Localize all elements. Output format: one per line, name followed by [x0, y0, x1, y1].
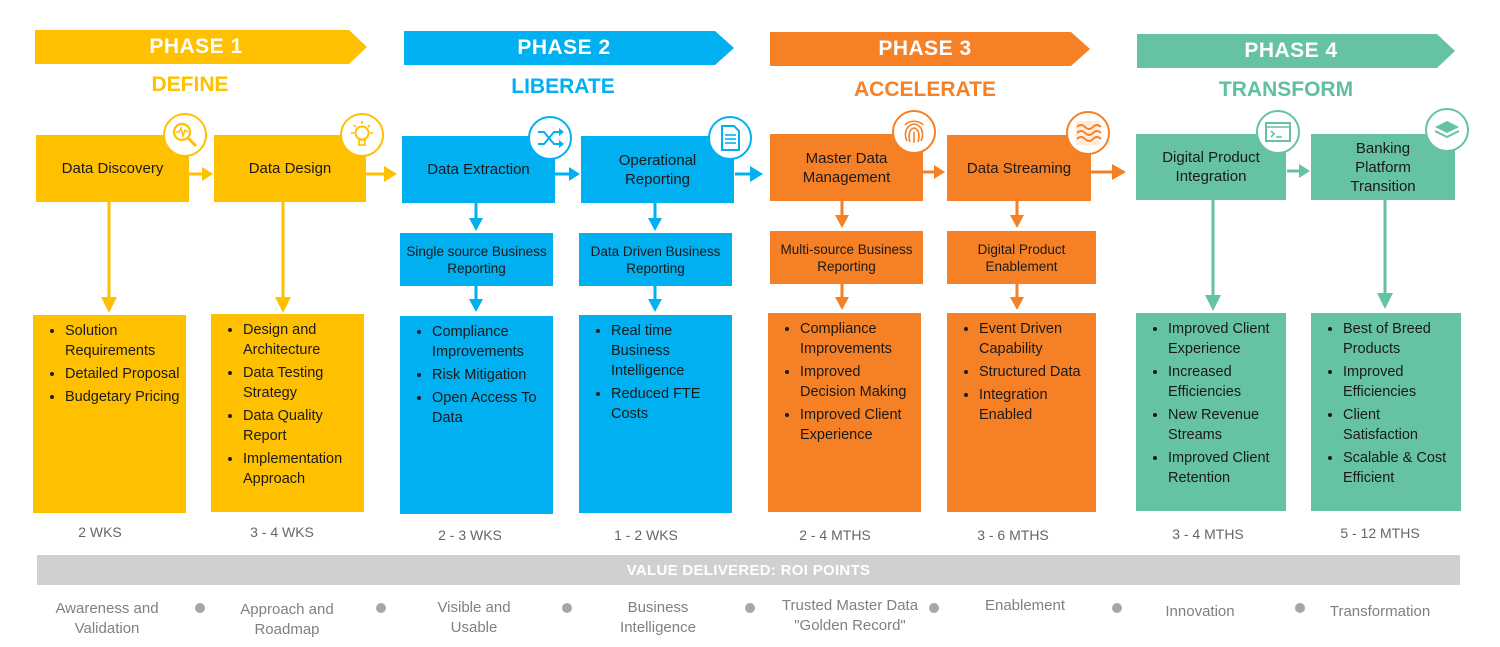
roi-separator-dot [745, 603, 755, 613]
list-item: Structured Data [979, 362, 1090, 382]
list-item: Data Testing Strategy [243, 363, 358, 403]
phase-1-banner: PHASE 1 [149, 35, 243, 58]
list-item: Improved Efficiencies [1343, 362, 1455, 402]
shuffle-icon [528, 116, 572, 160]
list-item: Reduced FTE Costs [611, 384, 726, 424]
list-item: Improved Client Retention [1168, 448, 1280, 488]
duration-data-streaming: 3 - 6 MTHS [977, 527, 1049, 543]
roi-trusted-master-data: Trusted Master Data "Golden Record" [781, 597, 919, 634]
sub-data-driven-reporting: Data Driven Business Reporting [579, 233, 732, 286]
roi-business-intelligence: Business Intelligence [620, 599, 696, 636]
outcomes-data-discovery: Solution RequirementsDetailed ProposalBu… [33, 315, 186, 513]
list-item: Increased Efficiencies [1168, 362, 1280, 402]
terminal-window-icon [1256, 110, 1300, 154]
phase-1-connectors [101, 166, 397, 313]
fingerprint-icon [892, 110, 936, 154]
value-delivered-bar: VALUE DELIVERED: ROI POINTS [37, 555, 1460, 585]
list-item: Compliance Improvements [432, 322, 547, 362]
connector-arrows [101, 164, 1393, 313]
step-master-data-management: Master Data Management [770, 134, 923, 201]
phase-2-connectors [469, 166, 763, 312]
outcomes-digital-product-integration: Improved Client ExperienceIncreased Effi… [1136, 313, 1286, 511]
phase-1-arrow [35, 30, 367, 64]
roi-separator-dot [929, 603, 939, 613]
phase-1-name: DEFINE [151, 73, 229, 96]
phase-2-banner: PHASE 2 [517, 36, 611, 59]
phase-4-banner: PHASE 4 [1244, 39, 1338, 62]
list-item: Integration Enabled [979, 385, 1090, 425]
step-digital-product-integration: Digital Product Integration [1136, 134, 1286, 200]
roi-innovation: Innovation [1165, 603, 1235, 620]
list-item: Improved Decision Making [800, 362, 915, 402]
list-item: Scalable & Cost Efficient [1343, 448, 1455, 488]
list-item: Improved Client Experience [1168, 319, 1280, 359]
phase-2-arrow [404, 31, 734, 65]
duration-banking-platform-transition: 5 - 12 MTHS [1340, 525, 1420, 541]
sub-digital-product-enablement: Digital Product Enablement [947, 231, 1096, 284]
duration-master-data-management: 2 - 4 MTHS [799, 527, 871, 543]
list-item: Client Satisfaction [1343, 405, 1455, 445]
list-item: Open Access To Data [432, 388, 547, 428]
roi-separator-dot [195, 603, 205, 613]
phase-4-arrow [1137, 34, 1455, 68]
list-item: Best of Breed Products [1343, 319, 1455, 359]
list-item: Event Driven Capability [979, 319, 1090, 359]
list-item: Solution Requirements [65, 321, 180, 361]
lightbulb-icon [340, 113, 384, 157]
phase-3-connectors [835, 164, 1126, 310]
list-item: Detailed Proposal [65, 364, 180, 384]
list-item: New Revenue Streams [1168, 405, 1280, 445]
outcomes-data-design: Design and ArchitectureData Testing Stra… [211, 314, 364, 512]
phase-3-name: ACCELERATE [854, 78, 996, 101]
list-item: Improved Client Experience [800, 405, 915, 445]
phase-4-connectors [1205, 164, 1393, 311]
step-data-streaming: Data Streaming [947, 135, 1091, 201]
duration-data-extraction: 2 - 3 WKS [438, 527, 502, 543]
roi-awareness-validation: Awareness and Validation [55, 600, 159, 637]
sub-single-source-reporting: Single source Business Reporting [400, 233, 553, 286]
phase-banners [35, 30, 1455, 68]
roi-separator-dot [1112, 603, 1122, 613]
roi-approach-roadmap: Approach and Roadmap [240, 601, 334, 638]
list-item: Data Quality Report [243, 406, 358, 446]
magnifier-pulse-icon [163, 113, 207, 157]
outcomes-operational-reporting: Real time Business IntelligenceReduced F… [579, 315, 732, 513]
step-data-discovery: Data Discovery [36, 135, 189, 202]
roi-visible-usable: Visible and Usable [437, 599, 511, 636]
roi-transformation: Transformation [1329, 603, 1431, 620]
step-data-design: Data Design [214, 135, 366, 202]
outcomes-data-streaming: Event Driven CapabilityStructured DataIn… [947, 313, 1096, 512]
sub-multi-source-reporting: Multi-source Business Reporting [770, 231, 923, 284]
roi-separator-dot [562, 603, 572, 613]
duration-operational-reporting: 1 - 2 WKS [614, 527, 678, 543]
phase-3-banner: PHASE 3 [878, 37, 972, 60]
duration-digital-product-integration: 3 - 4 MTHS [1172, 526, 1244, 542]
layers-icon [1425, 108, 1469, 152]
list-item: Budgetary Pricing [65, 387, 180, 407]
duration-data-discovery: 2 WKS [78, 524, 122, 540]
phase-4-name: TRANSFORM [1218, 78, 1354, 101]
roi-separator-dot [376, 603, 386, 613]
outcomes-banking-platform-transition: Best of Breed ProductsImproved Efficienc… [1311, 313, 1461, 511]
list-item: Compliance Improvements [800, 319, 915, 359]
list-item: Design and Architecture [243, 320, 358, 360]
roi-enablement: Enablement [984, 597, 1066, 614]
outcomes-master-data-management: Compliance ImprovementsImproved Decision… [768, 313, 921, 512]
step-operational-reporting: Operational Reporting [581, 136, 734, 203]
phase-3-arrow [770, 32, 1090, 66]
list-item: Implementation Approach [243, 449, 358, 489]
outcomes-data-extraction: Compliance ImprovementsRisk MitigationOp… [400, 316, 553, 514]
waves-icon [1066, 111, 1110, 155]
roi-separator-dot [1295, 603, 1305, 613]
document-icon [708, 116, 752, 160]
phase-2-name: LIBERATE [511, 75, 615, 98]
list-item: Real time Business Intelligence [611, 321, 726, 381]
list-item: Risk Mitigation [432, 365, 547, 385]
duration-data-design: 3 - 4 WKS [250, 524, 314, 540]
